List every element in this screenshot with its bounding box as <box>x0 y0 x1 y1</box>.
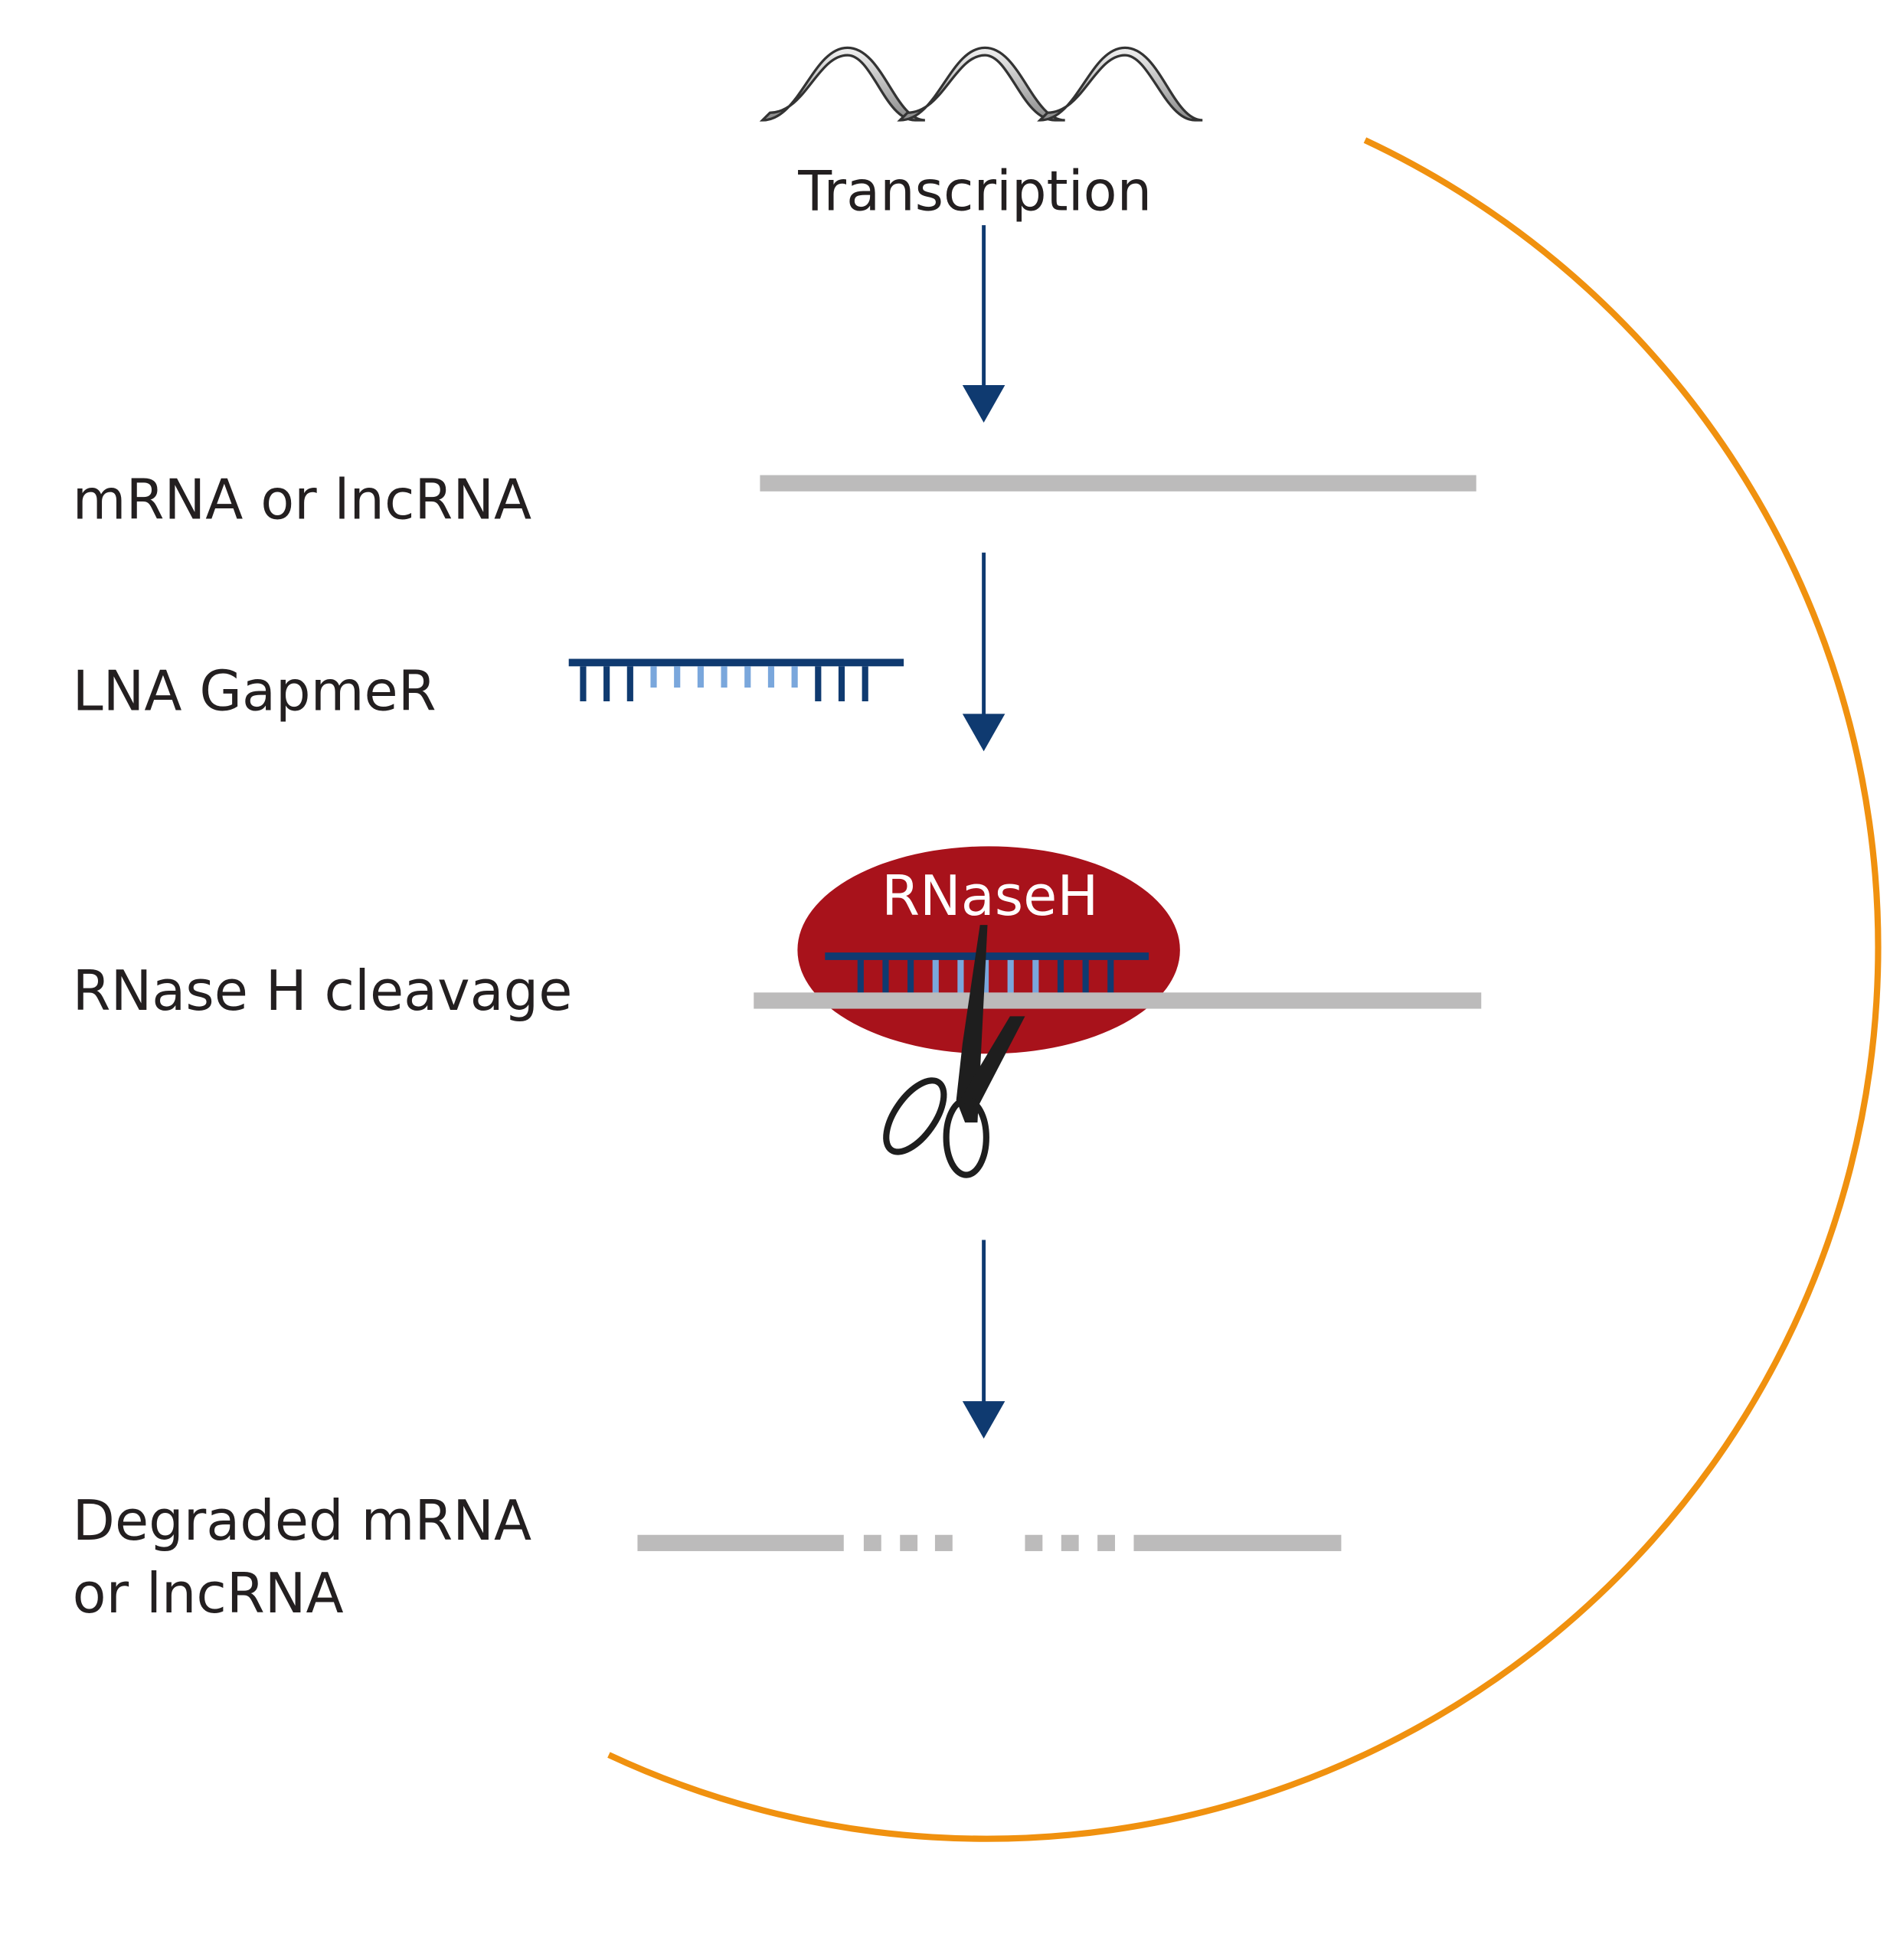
lna-wing-base <box>626 666 633 702</box>
scissors-icon <box>883 925 1025 1178</box>
lna-wing-base <box>838 666 845 702</box>
mrna-strand <box>760 475 1476 492</box>
arrow-2 <box>962 552 1005 752</box>
mrna-label: mRNA or lncRNA <box>73 468 532 532</box>
lna-wing-base <box>603 666 610 702</box>
lna-wing-base <box>580 666 587 702</box>
degraded-label-line2: or lncRNA <box>73 1561 344 1625</box>
lna-wing-base <box>862 666 868 702</box>
dna-gap-base <box>767 666 775 688</box>
dna-gap-base <box>957 959 964 1001</box>
gapmer-backbone <box>568 658 904 667</box>
dna-gap-base <box>650 666 657 688</box>
dna-gap-base <box>744 666 751 688</box>
cleavage-label: RNase H cleavage <box>73 959 573 1023</box>
dna-helix-icon <box>759 46 1203 122</box>
dna-gap-base <box>932 959 939 1001</box>
dna-gap-base <box>721 666 728 688</box>
dna-gap-base <box>791 666 798 688</box>
rnaseh-label: RNaseH <box>881 864 1098 928</box>
dna-gap-base <box>1007 959 1014 1001</box>
gapmer-label: LNA GapmeR <box>73 658 437 723</box>
dna-gap-base <box>1032 959 1039 1001</box>
lna-wing-base <box>1057 959 1064 1001</box>
arrow-1 <box>962 225 1005 423</box>
dna-gap-base <box>697 666 704 688</box>
lna-wing-base <box>815 666 822 702</box>
degraded-rna-fragments <box>637 1534 1342 1551</box>
bound-gapmer <box>825 952 1149 1001</box>
arrow-3 <box>962 1240 1005 1439</box>
gapmer-icon <box>568 658 904 702</box>
dna-gap-base <box>982 959 989 1001</box>
lna-wing-base <box>1107 959 1114 1001</box>
lna-wing-base <box>907 959 914 1001</box>
target-rna-strand <box>754 992 1482 1009</box>
transcription-label: Transcription <box>797 159 1152 224</box>
lna-wing-base <box>882 959 889 1001</box>
lna-wing-base <box>1082 959 1089 1001</box>
cell-boundary-arc <box>607 137 1882 1842</box>
lna-wing-base <box>857 959 864 1001</box>
gapmer-backbone <box>825 952 1149 960</box>
degraded-label-line1: Degraded mRNA <box>73 1488 531 1553</box>
dna-gap-base <box>674 666 681 688</box>
